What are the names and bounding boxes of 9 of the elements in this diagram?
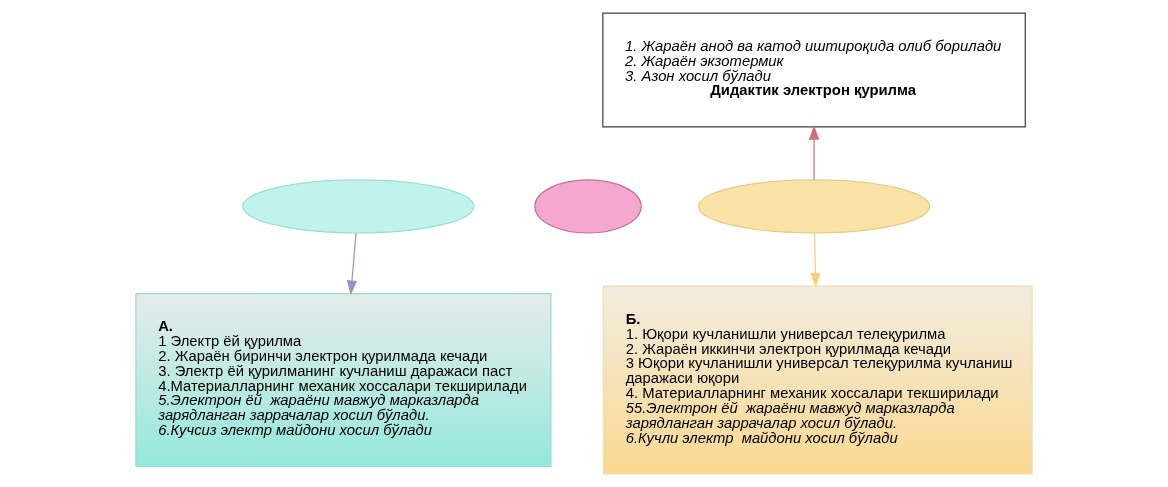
arrow (810, 232, 821, 288)
node-ellipse (534, 179, 642, 234)
node-box: 1. Жараён анод ва катод иштироқида олиб борилади 2. Жараён экзотермик 3. Азон хосил бўлади Дидактик электрон қурилма (602, 12, 1026, 128)
arrow (808, 125, 820, 181)
node-box: А. 1 Электр ёй қурилма 2. Жараён биринчи электрон қурилмада кечади 3. Электр ёй қурилманинг кучланиш даражаси паст 4.Материалларнинг механик хоссалари текширилади 5.Электрон ёй жараёни мавжуд марказларда зарядланган заррачалар хосил бўлади. 6.Кучсиз электр майдони хосил бўлади (135, 292, 552, 468)
arrow (346, 232, 358, 296)
node-box: Б. 1. Юқори кучланишли универсал телеқурилма 2. Жараён иккинчи электрон қурилмада кечади 3 Юқори кучланишли универсал телеқурилма кучланиш даражаси юқори 4. Материалларнинг механик хоссалари текширилади 55.Электрон ёй жараёни мавжуд марказларда зарядланган заррачалар хосил бўлади. 6.Кучли электр майдони хосил бўлади (602, 285, 1033, 475)
node-ellipse (242, 179, 475, 234)
node-ellipse (697, 179, 931, 234)
